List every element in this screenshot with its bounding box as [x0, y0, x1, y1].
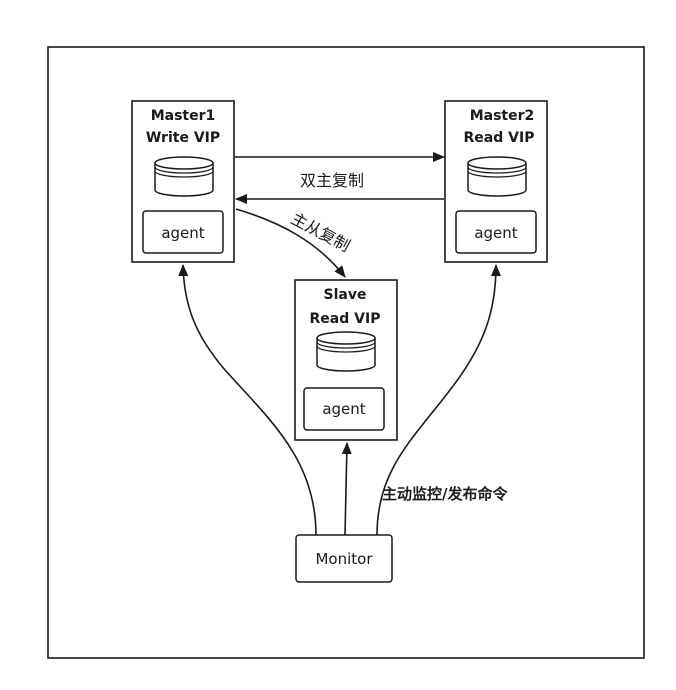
slave-vip: Read VIP	[310, 311, 381, 327]
slave-agent-label: agent	[322, 400, 365, 418]
arrow-monitor-to-slave	[341, 442, 352, 536]
outer-frame	[47, 46, 645, 659]
master1-node: Master1 Write VIP agent	[131, 100, 235, 263]
database-icon	[467, 156, 527, 197]
monitor-command-label: 主动监控/发布命令	[382, 485, 508, 503]
master2-agent-label: agent	[474, 224, 517, 242]
arrow-monitor-to-master2	[376, 264, 501, 536]
database-icon	[316, 331, 376, 372]
master2-node: Master2 Read VIP agent	[444, 100, 548, 263]
arrow-master1-to-slave	[235, 208, 346, 278]
slave-title: Slave	[324, 287, 367, 303]
master-slave-label: 主从复制	[288, 209, 353, 256]
monitor-node: Monitor	[295, 534, 393, 583]
master2-agent-box	[455, 210, 537, 254]
master2-title: Master2	[470, 108, 535, 124]
master1-agent-box	[142, 210, 224, 254]
arrow-monitor-to-master1	[178, 264, 317, 536]
slave-agent-box	[303, 387, 385, 431]
master1-agent-label: agent	[161, 224, 204, 242]
dual-master-label: 双主复制	[300, 171, 364, 190]
master1-title: Master1	[151, 108, 216, 124]
master1-vip: Write VIP	[146, 130, 220, 146]
monitor-label: Monitor	[315, 550, 373, 568]
master2-vip: Read VIP	[464, 130, 535, 146]
slave-node: Slave Read VIP agent	[294, 279, 398, 441]
database-icon	[154, 156, 214, 197]
